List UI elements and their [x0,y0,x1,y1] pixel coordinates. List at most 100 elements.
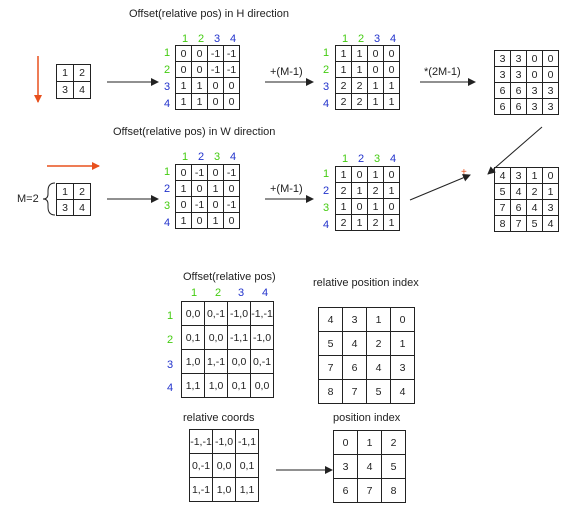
grid-cell: 0,0 [250,373,274,398]
grid-cell: 0 [191,212,208,229]
grid-cell: -1 [191,164,208,181]
grid-cell: 3 [494,50,511,67]
grid-cell: 0 [367,61,384,78]
row-header: 2 [163,64,171,76]
grid-cell: 3 [56,81,74,99]
grid-cell: 4 [542,215,559,232]
col-header: 3 [213,33,221,45]
grid-cell: 1 [351,45,368,62]
col-header: 4 [389,153,397,165]
grid-cell: 1 [383,182,400,199]
grid-cell: 1 [366,307,391,332]
col-header: 3 [373,33,381,45]
grid-cell: 1 [335,166,352,183]
row-header: 2 [322,64,330,76]
col-header: 1 [190,287,198,299]
grid-cell: 0 [191,61,208,78]
grid-cell: 1 [56,183,74,200]
grid-cell: 0,1 [181,325,205,350]
grid-cell: 1 [367,166,384,183]
grid-cell: 2 [335,77,352,94]
grid-cell: 4 [73,199,91,216]
col-header: 3 [213,151,221,163]
grid-cell: 0,1 [235,453,259,478]
grid-cell: 6 [342,355,367,380]
grid-cell: 0 [383,166,400,183]
col-header: 4 [229,151,237,163]
grid-cell: 7 [318,355,343,380]
grid-cell: 5 [494,183,511,200]
grid-cell: 3 [526,82,543,99]
grid-cell: 2 [381,430,406,455]
grid-cell: 0 [223,77,240,94]
grid-cell: 3 [510,50,527,67]
grid-cell: 1,-1 [204,349,228,374]
grid-cell: 1 [383,77,400,94]
grid-cell: 5 [318,331,343,356]
grid-cell: 2 [335,182,352,199]
row-header: 3 [163,81,171,93]
grid-cell: 1 [383,214,400,231]
grid-cell: 0 [383,198,400,215]
grid-cell: 5 [526,215,543,232]
grid-cell: 0 [191,180,208,197]
grid-cell: 1 [335,45,352,62]
grid-cell: 1 [351,61,368,78]
grid-cell: -1,-1 [250,301,274,326]
arrow-scaled-to-result [487,126,543,175]
grid-cell: 0 [223,93,240,110]
grid-cell: 3 [390,355,415,380]
grid-cell: 6 [494,98,511,115]
grid-cell: -1,0 [250,325,274,350]
grid-cell: 1 [367,198,384,215]
m-equals-label: M=2 [17,193,39,205]
grid-cell: -1,0 [212,429,236,454]
grid-cell: 4 [73,81,91,99]
grid-cell: 1 [191,93,208,110]
col-header: 1 [181,151,189,163]
grid-cell: 7 [510,215,527,232]
w-direction-title: Offset(relative pos) in W direction [113,126,276,138]
grid-cell: 7 [494,199,511,216]
position-index-title: position index [333,412,401,424]
grid-cell: 3 [494,66,511,83]
grid-cell: 0,-1 [250,349,274,374]
grid-cell: 1,1 [181,373,205,398]
grid-cell: -1 [207,45,224,62]
col-header: 2 [357,33,365,45]
grid-cell: 4 [390,379,415,404]
grid-cell: 1 [357,430,382,455]
grid-cell: 2 [351,77,368,94]
grid-cell: 3 [56,199,74,216]
grid-cell: 3 [510,66,527,83]
grid-cell: 0 [223,212,240,229]
h-times-2m-minus-1-label: *(2M-1) [424,66,461,78]
grid-cell: 0,1 [227,373,251,398]
grid-cell: 0 [333,430,358,455]
row-header: 1 [163,166,171,178]
offset-pairs-title: Offset(relative pos) [183,271,276,283]
grid-cell: 0 [526,50,543,67]
grid-cell: 0 [542,66,559,83]
col-header: 1 [341,33,349,45]
grid-cell: 3 [333,454,358,479]
grid-cell: 2 [73,64,91,82]
row-header: 3 [322,81,330,93]
grid-cell: 3 [510,167,527,184]
grid-cell: 1 [207,212,224,229]
col-header: 3 [237,287,245,299]
grid-cell: 0,0 [204,325,228,350]
grid-cell: 0 [367,45,384,62]
grid-cell: 0 [175,45,192,62]
grid-cell: 2 [73,183,91,200]
row-header: 4 [322,219,330,231]
grid-cell: 0 [542,167,559,184]
grid-cell: 4 [318,307,343,332]
grid-cell: 0 [351,166,368,183]
col-header: 4 [389,33,397,45]
